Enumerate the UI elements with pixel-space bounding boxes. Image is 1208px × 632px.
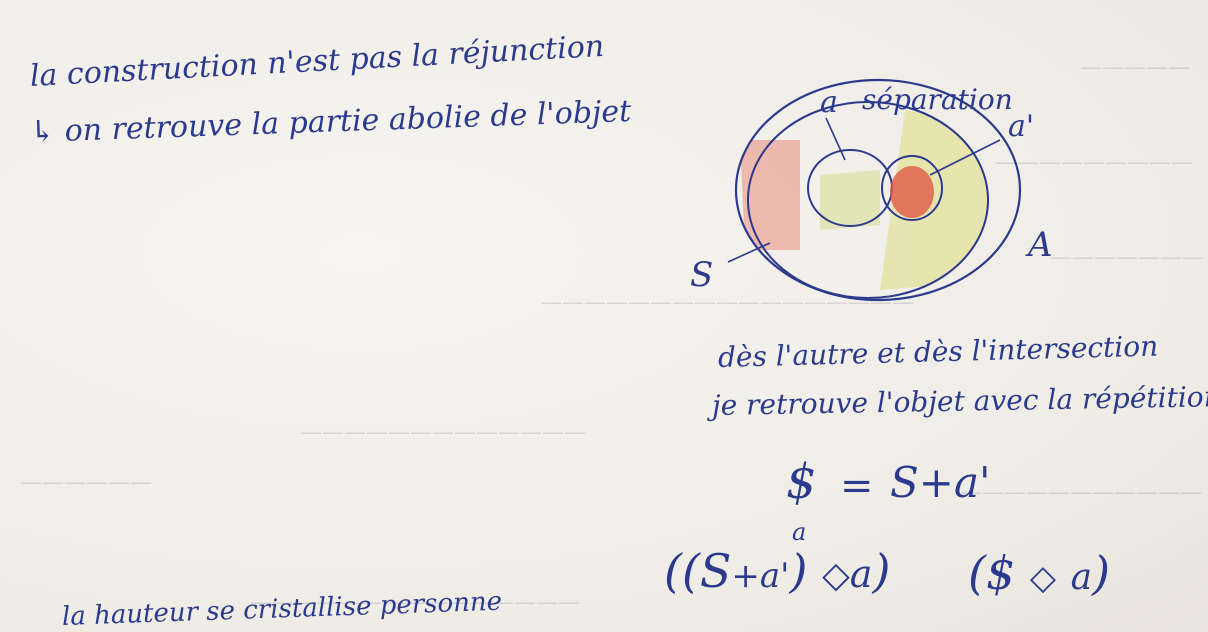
show-through-text: ———————	[1050, 245, 1204, 270]
comment-line-2: je retrouve l'objet avec la répétition	[711, 380, 1208, 422]
show-through-text: —————————————	[300, 420, 586, 445]
pointer-S	[727, 242, 771, 263]
f3-S: $	[985, 546, 1016, 600]
outer-circle	[734, 78, 1022, 302]
f3-lozenge: ◇	[1029, 558, 1057, 598]
f3-close: )	[1092, 546, 1111, 600]
f2-a: a	[849, 552, 873, 596]
formula-barred-S: $	[786, 454, 817, 510]
circle-a-prime	[881, 155, 943, 221]
label-a: a	[820, 85, 838, 120]
f3-open: (	[968, 546, 986, 600]
f2-close2: )	[872, 544, 891, 598]
formula-3: ($ ◇ a)	[968, 550, 1110, 596]
f2-lozenge: ◇	[822, 555, 850, 596]
formula-subscript-a: a	[792, 518, 807, 546]
label-A: A	[1028, 225, 1053, 265]
show-through-text: —————————————————	[540, 290, 914, 315]
pointer-a	[825, 117, 846, 161]
f2-S: S	[699, 544, 732, 598]
f2-close1: )	[789, 544, 808, 598]
f3-a: a	[1070, 557, 1093, 598]
pointer-a-prime	[929, 139, 1001, 176]
f2-plus: +a'	[731, 556, 790, 596]
label-a-prime: a'	[1008, 109, 1035, 144]
formula-2: ((S+a') ◇a)	[664, 548, 890, 594]
circle-A	[747, 101, 989, 299]
show-through-text: —————————	[995, 150, 1193, 175]
show-through-text: ——————	[20, 470, 152, 495]
red-object	[890, 166, 934, 218]
f2-open: ((	[664, 544, 700, 598]
show-through-text: —————	[1080, 55, 1190, 80]
show-through-text: ———————————————	[250, 590, 580, 615]
show-through-text: ———————————	[960, 480, 1202, 505]
formula-rhs: S+a'	[890, 458, 991, 507]
label-separation: séparation	[862, 83, 1013, 116]
label-S: S	[690, 255, 714, 295]
formula-equals: =	[840, 463, 874, 509]
